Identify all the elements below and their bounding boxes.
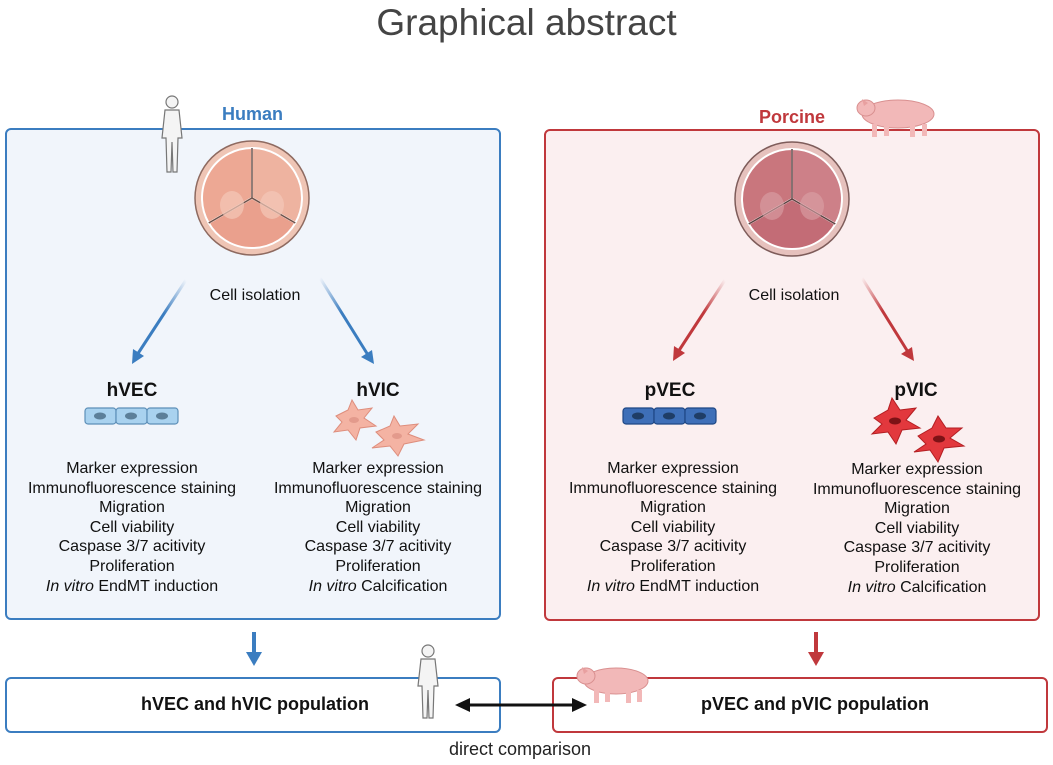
list-item-italic: In vitro (586, 577, 635, 595)
list-item: Cell viability (630, 518, 716, 536)
list-item: Caspase 3/7 acitivity (304, 538, 452, 556)
human-figure-small-icon (417, 644, 439, 719)
list-item: Proliferation (335, 557, 421, 575)
list-item: Migration (345, 499, 411, 517)
list-item: Migration (640, 499, 706, 517)
human-population-label: hVEC and hVIC population (141, 694, 369, 714)
list-item: Marker expression (66, 460, 198, 477)
list-item-italic: In vitro (847, 578, 896, 596)
list-item-italic: In vitro (308, 577, 357, 595)
list-item-italic: In vitro (45, 577, 94, 595)
pvic-cells-icon (870, 396, 966, 464)
pvec-title: pVEC (644, 380, 696, 401)
list-item-rest: EndMT induction (93, 577, 219, 595)
list-item: Immunofluorescence staining (27, 479, 237, 497)
list-item: In vitro Calcification (797, 578, 1037, 598)
list-item: Migration (99, 499, 165, 517)
list-item: Cell viability (335, 518, 421, 536)
list-item: In vitro Calcification (258, 577, 498, 597)
pvec-cells-icon (622, 407, 717, 425)
list-item: Caspase 3/7 acitivity (599, 538, 747, 556)
porcine-cell-isolation-label: Cell isolation (748, 287, 840, 304)
list-item: Marker expression (851, 461, 983, 478)
list-item: In vitro EndMT induction (12, 577, 252, 597)
comparison-double-arrow (455, 698, 587, 712)
list-item: Immunofluorescence staining (273, 479, 483, 497)
list-item: Cell viability (89, 518, 175, 536)
porcine-isolation-arrows (673, 277, 914, 361)
hvec-assay-list: Marker expression Immunofluorescence sta… (12, 459, 252, 596)
pig-icon (856, 99, 935, 137)
list-item-rest: EndMT induction (634, 577, 760, 595)
list-item: Cell viability (874, 519, 960, 537)
hvic-title: hVIC (356, 380, 400, 401)
porcine-heart-valve-icon (734, 141, 850, 257)
human-label: Human (222, 104, 284, 124)
list-item: Proliferation (630, 557, 716, 575)
human-figure-icon (161, 95, 183, 173)
list-item: Migration (884, 500, 950, 518)
list-item: Proliferation (89, 557, 175, 575)
porcine-population-label: pVEC and pVIC population (701, 694, 929, 714)
list-item: Immunofluorescence staining (812, 480, 1022, 498)
list-item: Proliferation (874, 558, 960, 576)
pvic-title: pVIC (894, 380, 938, 401)
list-item-rest: Calcification (356, 577, 448, 595)
hvec-title: hVEC (106, 380, 158, 401)
pvec-assay-list: Marker expression Immunofluorescence sta… (553, 459, 793, 596)
comparison-label: direct comparison (448, 739, 592, 759)
list-item-rest: Calcification (895, 578, 987, 596)
porcine-label: Porcine (759, 107, 826, 127)
page-title: Graphical abstract (376, 2, 677, 43)
list-item: Marker expression (607, 460, 739, 477)
human-population-box (5, 677, 501, 733)
porcine-down-arrow (808, 632, 824, 666)
list-item: Immunofluorescence staining (568, 479, 778, 497)
human-isolation-arrows (132, 277, 374, 364)
hvic-assay-list: Marker expression Immunofluorescence sta… (258, 459, 498, 596)
human-heart-valve-icon (194, 140, 310, 256)
list-item: Caspase 3/7 acitivity (58, 538, 206, 556)
pig-small-icon (576, 667, 649, 703)
list-item: Caspase 3/7 acitivity (843, 539, 991, 557)
human-cell-isolation-label: Cell isolation (209, 287, 301, 304)
hvec-cells-icon (84, 407, 179, 425)
pvic-assay-list: Marker expression Immunofluorescence sta… (797, 460, 1037, 597)
human-down-arrow (246, 632, 262, 666)
list-item: In vitro EndMT induction (553, 577, 793, 597)
hvic-cells-icon (332, 398, 426, 457)
list-item: Marker expression (312, 460, 444, 477)
